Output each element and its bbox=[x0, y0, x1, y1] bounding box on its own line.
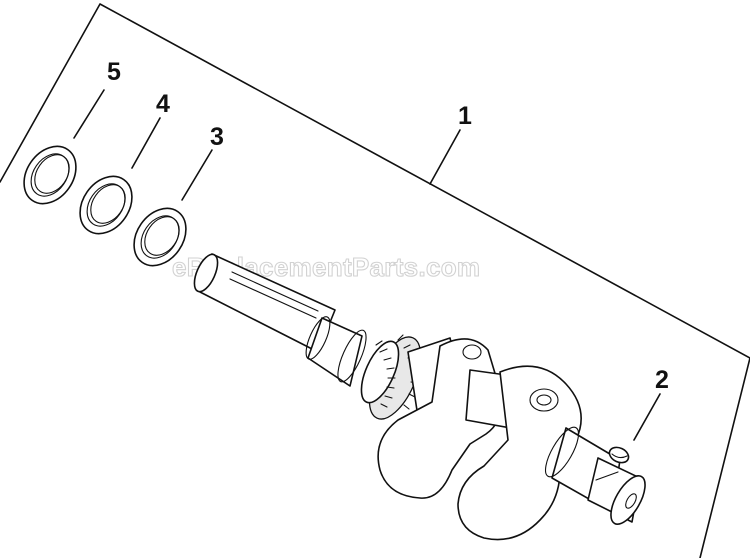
callout-3: 3 bbox=[210, 123, 224, 151]
callout-1: 1 bbox=[458, 102, 472, 130]
leader-line-2 bbox=[633, 393, 661, 441]
thrust-washer-3[interactable] bbox=[123, 198, 196, 275]
leader-line-3 bbox=[181, 149, 213, 201]
thrust-washer-4[interactable] bbox=[69, 166, 142, 243]
callout-4: 4 bbox=[156, 90, 170, 118]
thrust-washer-5[interactable] bbox=[13, 136, 86, 213]
assembly-boundary bbox=[0, 3, 750, 558]
crankshaft[interactable] bbox=[190, 251, 652, 541]
leader-line-5 bbox=[73, 89, 105, 139]
leader-line-4 bbox=[131, 117, 161, 169]
woodruff-key[interactable] bbox=[607, 444, 631, 465]
callout-5: 5 bbox=[107, 58, 121, 86]
callout-2: 2 bbox=[655, 366, 669, 394]
leader-line-1 bbox=[429, 129, 461, 185]
